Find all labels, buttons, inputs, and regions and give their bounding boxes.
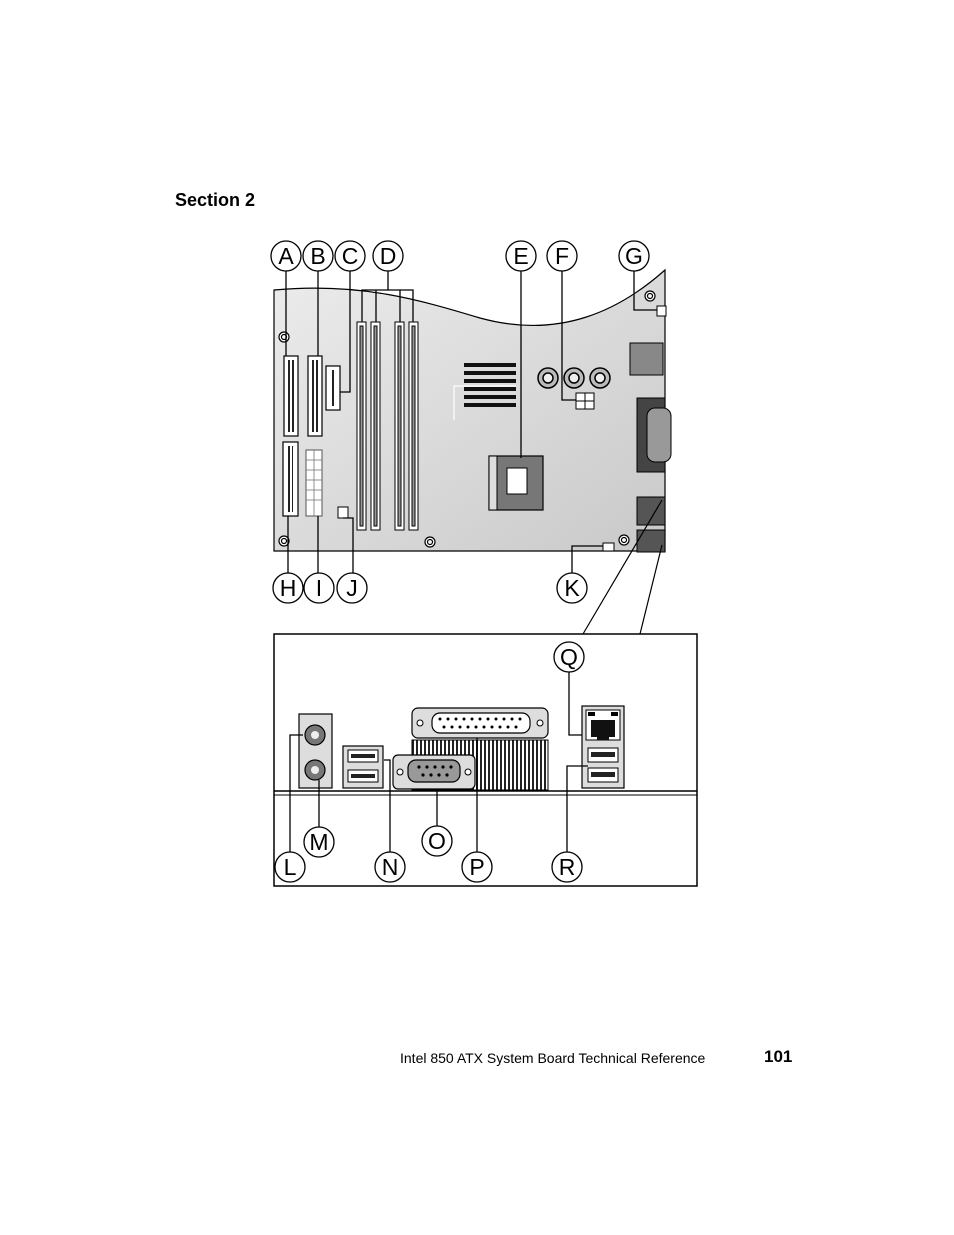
section-title: Section 2 xyxy=(175,190,256,210)
svg-text:H: H xyxy=(280,575,297,601)
callout-r: R xyxy=(551,851,583,883)
callout-m: M xyxy=(303,826,335,858)
connector-h xyxy=(282,441,299,517)
callout-p: P xyxy=(461,851,493,883)
connector-a xyxy=(283,355,299,437)
processor-socket xyxy=(488,455,544,511)
serial-port xyxy=(392,754,476,790)
chipset-heatsink xyxy=(464,363,516,407)
svg-text:R: R xyxy=(559,854,576,880)
page-number: 101 xyxy=(764,1047,793,1066)
svg-text:Q: Q xyxy=(560,644,578,670)
callout-j: J xyxy=(336,572,368,604)
board-leader-lines xyxy=(285,270,657,574)
system-board xyxy=(273,268,672,553)
connector-b xyxy=(307,355,323,437)
svg-text:O: O xyxy=(428,828,446,854)
svg-text:A: A xyxy=(278,243,294,269)
back-panel-callouts: Q M O L N P R xyxy=(274,641,585,883)
callout-e: E xyxy=(505,240,537,272)
svg-text:D: D xyxy=(380,243,397,269)
callout-n: N xyxy=(374,851,406,883)
callout-h: H xyxy=(272,572,304,604)
callout-c: C xyxy=(334,240,366,272)
connector-g xyxy=(656,305,667,317)
connector-i xyxy=(305,449,323,517)
callout-i: I xyxy=(303,572,335,604)
connector-c xyxy=(325,365,341,411)
connector-k xyxy=(602,542,615,552)
svg-text:M: M xyxy=(309,829,328,855)
capacitors xyxy=(537,367,611,389)
callout-d: D xyxy=(372,240,404,272)
svg-text:E: E xyxy=(513,243,528,269)
svg-text:C: C xyxy=(342,243,359,269)
svg-text:N: N xyxy=(382,854,399,880)
memory-slots xyxy=(356,321,419,531)
callout-g: G xyxy=(618,240,650,272)
board-callouts: A B C D E F G H I J K xyxy=(270,240,650,604)
svg-text:P: P xyxy=(469,854,484,880)
svg-text:J: J xyxy=(346,575,358,601)
svg-text:B: B xyxy=(310,243,325,269)
svg-text:F: F xyxy=(555,243,569,269)
back-panel-inset: Q M O L N P R xyxy=(273,633,698,887)
board-back-panel xyxy=(629,342,672,553)
callout-o: O xyxy=(421,825,453,857)
inset-leader-lines xyxy=(289,670,588,854)
callout-l: L xyxy=(274,851,306,883)
parallel-port xyxy=(411,707,549,739)
svg-text:G: G xyxy=(625,243,643,269)
svg-text:L: L xyxy=(284,854,297,880)
callout-b: B xyxy=(302,240,334,272)
lan-usb-stack xyxy=(581,705,625,789)
connector-j xyxy=(337,506,349,519)
svg-text:K: K xyxy=(564,575,580,601)
callout-f: F xyxy=(546,240,578,272)
usb-ports xyxy=(342,745,384,789)
callout-k: K xyxy=(556,572,588,604)
callout-q: Q xyxy=(553,641,585,673)
ps2-ports xyxy=(298,713,333,789)
callout-a: A xyxy=(270,240,302,272)
connector-f xyxy=(575,392,595,410)
footer-doc-title: Intel 850 ATX System Board Technical Ref… xyxy=(400,1050,706,1066)
zoom-lines xyxy=(582,499,663,635)
svg-text:I: I xyxy=(316,575,322,601)
